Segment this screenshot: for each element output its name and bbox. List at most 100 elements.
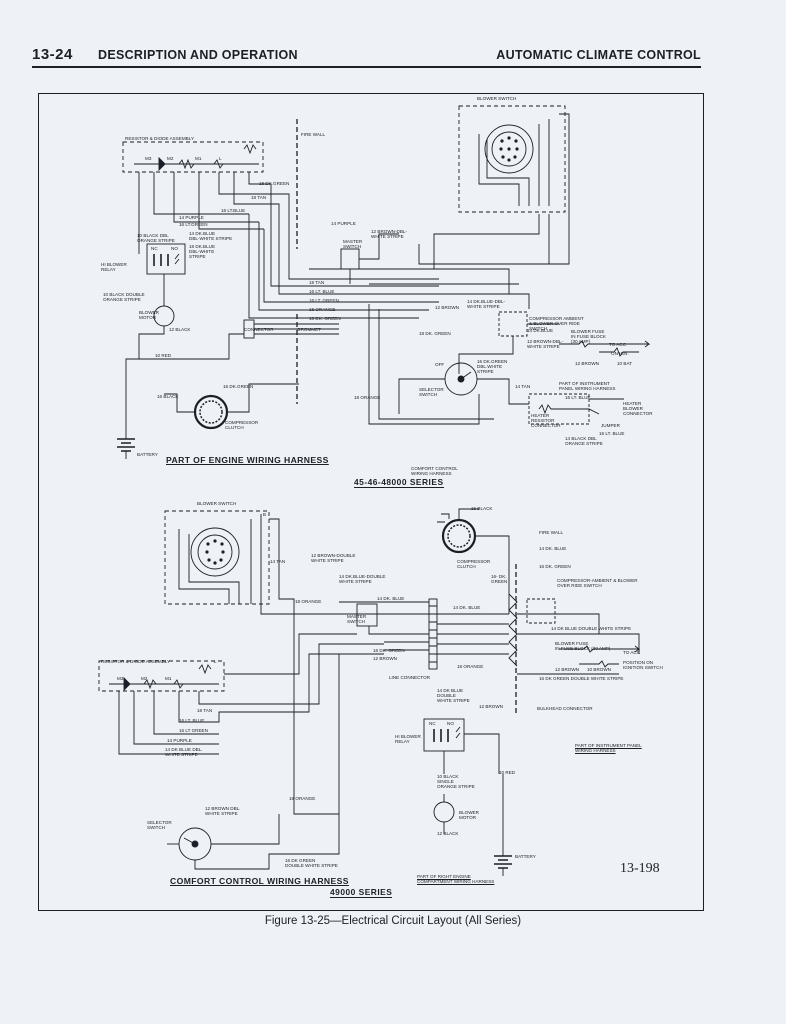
lower-compressor-clutch-label: COMPRESSOR CLUTCH xyxy=(457,559,491,569)
page-header: 13-24 DESCRIPTION AND OPERATION AUTOMATI… xyxy=(32,44,701,68)
upper-battery-label: BATTERY xyxy=(137,452,158,457)
upper-m2-label: M2 xyxy=(167,156,174,161)
upper-resistor-label: RESISTOR & DIODE ASSEMBLY xyxy=(125,136,195,141)
upper-w16-lt-green-b: 16 LT. GREEN xyxy=(309,298,339,303)
lower-bulkhead-connector xyxy=(508,593,518,667)
lower-w14-dk-blue-dbl: 14 DK BLUE DBL. WHITE STRIPE xyxy=(165,747,203,757)
lower-m2-label: M2 xyxy=(141,676,148,681)
lower-nc-label: NC xyxy=(429,721,436,726)
lower-w14-dk-blue-double: 14 DK.BLUE-DOUBLE WHITE STRIPE xyxy=(339,574,386,584)
upper-w14-purple-b: 14 PURPLE xyxy=(331,221,356,226)
upper-off-label: OFF xyxy=(435,362,445,367)
upper-no-label: NO xyxy=(171,246,178,251)
chapter-topic: AUTOMATIC CLIMATE CONTROL xyxy=(496,48,701,62)
lower-w18-orange: 18 ORANGE xyxy=(295,599,322,604)
upper-blower-switch-dial xyxy=(484,124,534,174)
upper-compressor-clutch-label: COMPRESSOR CLUTCH xyxy=(225,420,259,430)
lower-w12-brown-c: 12 BROWN xyxy=(479,704,503,709)
lower-part-instrument: PART OF INSTRUMENT PANEL WIRING HARNESS xyxy=(575,743,642,753)
upper-w14-dk-blue-dbl: 14 DK.BLUE DBL-WHITE STRIPE xyxy=(189,231,233,241)
upper-w18-dk-blue-dbl: 18 DK.BLUE DBL-WHITE STRIPE xyxy=(189,244,216,259)
lower-blower-fuse-label: BLOWER FUSE IN FUSE BLOCK (30 AMP) xyxy=(555,641,611,651)
upper-w18-tan: 18 TAN xyxy=(251,195,267,200)
header-rule xyxy=(32,66,701,68)
upper-hi-blower-relay xyxy=(146,243,186,275)
lower-w14-purple: 14 PURPLE xyxy=(167,738,192,743)
lower-master-switch-label: MASTER SWITCH xyxy=(347,614,367,624)
lower-resistor-assembly xyxy=(98,660,225,692)
upper-m3-label: M3 xyxy=(145,156,152,161)
lower-battery-label: BATTERY xyxy=(515,854,536,859)
lower-w14-dk-blue-c: 14 DK. BLUE xyxy=(453,605,481,610)
upper-w16-dk-green-c: 16 DK.GREEN xyxy=(223,384,254,389)
upper-w10-black-orange: 10 BLACK DBL ORANGE STRIPE xyxy=(137,233,175,243)
section-title: DESCRIPTION AND OPERATION xyxy=(98,48,298,62)
lower-w16-black: 16 BLACK xyxy=(471,506,493,511)
lower-blower-motor-label: BLOWER MOTOR xyxy=(459,810,479,820)
upper-blower-fuse xyxy=(559,340,619,348)
lower-w16-dk-green-double: 16 DK GREEN DOUBLE WHITE STRIPE xyxy=(539,676,624,681)
upper-hi-blower-relay-label: HI BLOWER RELAY xyxy=(101,262,127,272)
upper-on-ign: ON IGN. xyxy=(611,351,629,356)
upper-schematic xyxy=(117,105,651,459)
lower-w16-lt-green: 16 LT GREEN xyxy=(179,728,208,733)
lower-w14-dk-blue: 14 DK. BLUE xyxy=(539,546,567,551)
upper-w12-black: 12 BLACK xyxy=(169,327,191,332)
upper-w16-dk-green-dbl: 16 DK.GREEN DBL.WHITE STRIPE xyxy=(477,359,508,374)
upper-w16-dk-green: 16 DK. GREEN xyxy=(309,316,341,321)
upper-series-label: 45-46-48000 SERIES xyxy=(354,477,444,488)
upper-w16-lt-blue-d: 16 LT. BLUE xyxy=(599,431,625,436)
upper-l-label: L xyxy=(219,156,222,161)
lower-to-acc: TO ACC xyxy=(623,650,641,655)
lower-w18-orange-c: 18 ORANGE xyxy=(289,796,316,801)
upper-heater-resistor: HEATER RESISTOR CONNECTOR xyxy=(531,413,561,428)
lower-w14-dk-blue-b: 14 DK. BLUE xyxy=(377,596,405,601)
lower-series-label: 49000 SERIES xyxy=(330,887,393,898)
lower-override-switch xyxy=(526,598,556,624)
upper-w14-purple: 14 PURPLE xyxy=(179,215,204,220)
lower-w16-dk-green-dbl: 16 DK GREEN DOUBLE WHITE STRIPE xyxy=(285,858,338,868)
lower-w16-dk-green-c: 16 DK. GREEN xyxy=(373,648,405,653)
lower-w14-dk-blue-double-b: 14 DK BLUE DOUBLE WHITE STRIPE xyxy=(551,626,632,631)
upper-grommet-label: GROMMET xyxy=(297,327,321,332)
lower-line-connector xyxy=(428,598,438,670)
lower-w12-black: 12 BLACK xyxy=(437,831,459,836)
lower-w16-lt-blue: 16 LT. BLUE xyxy=(179,718,205,723)
upper-w16-lt-blue-c: 16 LT. BLUE xyxy=(565,395,591,400)
lower-w14-dk-blue-dbl-white: 14 DK BLUE DOUBLE WHITE STRIPE xyxy=(437,688,470,703)
upper-blower-switch-label: BLOWER SWITCH xyxy=(477,96,517,101)
upper-override-switch xyxy=(498,311,528,337)
lower-blower-motor xyxy=(433,801,455,823)
lower-compressor-ambient: COMPRESSOR-AMBIENT & BLOWER OVER RIDE SW… xyxy=(557,578,638,588)
lower-w12-brown: 12 BROWN xyxy=(373,656,397,661)
lower-master-switch xyxy=(356,603,378,627)
lower-w10-brown: 10 BROWN xyxy=(587,667,611,672)
upper-w16-lt-blue: 16 LT.BLUE xyxy=(221,208,246,213)
upper-compressor-ambient: COMPRESSOR AMBIENT & BLOWER OVER RIDE SW… xyxy=(529,316,584,331)
lower-m1-label: M1 xyxy=(165,676,172,681)
upper-heater-blower: HEATER BLOWER CONNECTOR xyxy=(623,401,653,416)
lower-w14-tan: 14 TAN xyxy=(270,559,286,564)
lower-b-label: B xyxy=(263,512,267,517)
lower-w12-brown-dbl: 12 BROWN DBL. WHITE STRIPE xyxy=(205,806,241,816)
upper-w12-brown: 12 BROWN xyxy=(435,305,459,310)
upper-diagram-title: PART OF ENGINE WIRING HARNESS xyxy=(166,455,329,465)
lower-w12-brown-double: 12 BROWN-DOUBLE WHITE STRIPE xyxy=(311,553,356,563)
upper-master-switch-label: MASTER SWITCH xyxy=(343,239,363,249)
lower-compressor-clutch xyxy=(441,518,477,554)
lower-bulkhead-label: BULKHEAD CONNECTOR xyxy=(537,706,593,711)
upper-w16-lt-green: 16 LT.GREEN xyxy=(179,222,208,227)
lower-blower-switch-box xyxy=(164,510,270,605)
lower-w16-dk-green: 16 DK. GREEN xyxy=(539,564,571,569)
lower-blower-switch-label: BLOWER SWITCH xyxy=(197,501,237,506)
lower-w18-tan: 18 TAN xyxy=(197,708,213,713)
upper-blower-motor-label: BLOWER MOTOR xyxy=(139,310,159,320)
figure-number: 13-198 xyxy=(620,861,660,876)
lower-schematic xyxy=(98,508,641,876)
lower-line-connector-label: LINE CONNECTOR xyxy=(389,675,431,680)
upper-w12-brown-dbl: 12 BROWN-DBL- WHITE STRIPE xyxy=(371,229,407,239)
lower-diagram-title: COMFORT CONTROL WIRING HARNESS xyxy=(170,876,349,886)
upper-nc-label: NC xyxy=(151,246,158,251)
upper-w16-lt-blue-b: 16 LT. BLUE xyxy=(309,289,335,294)
upper-w18-orange: 18 ORANGE xyxy=(309,307,336,312)
